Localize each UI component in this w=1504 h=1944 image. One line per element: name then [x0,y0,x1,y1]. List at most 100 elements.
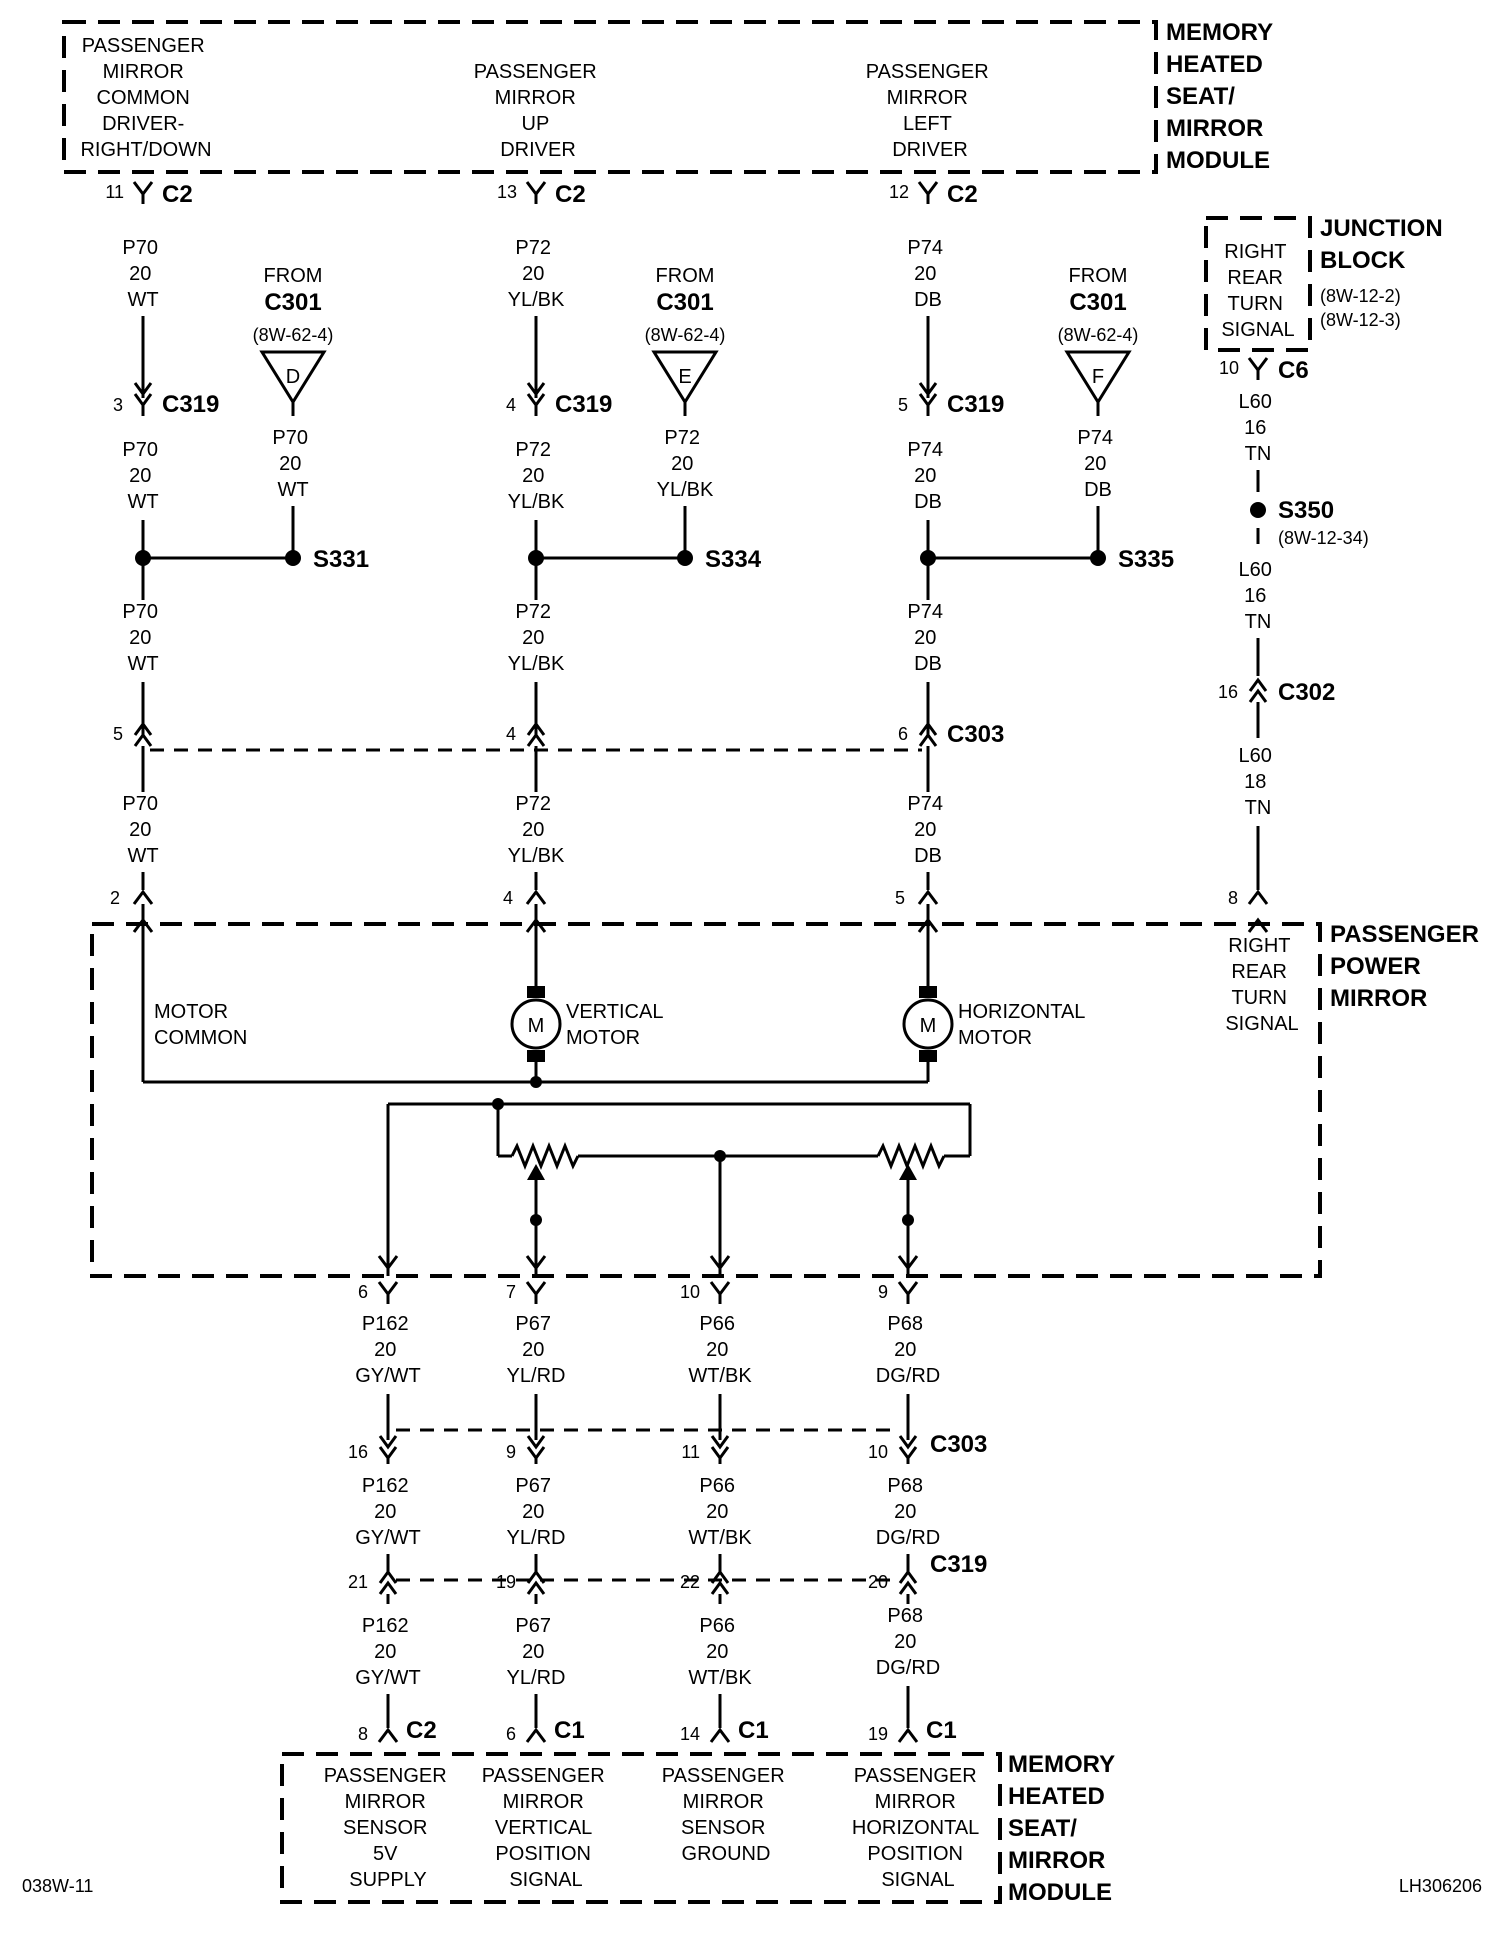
wire-label: P68 20 DG/RD [876,1313,940,1387]
pin-9: 9 [878,1282,888,1302]
splice-s334: S334 [705,546,762,573]
connector-c2: C2 [555,181,586,208]
connector-c2: C2 [947,181,978,208]
bottom-cell-5v: PASSENGER MIRROR SENSOR 5V SUPPLY [324,1765,453,1891]
pin-3: 3 [113,395,123,415]
page-ref: (8W-12-34) [1278,528,1369,548]
wire-label: P72 20 YL/BK [508,601,565,675]
wire-label: P72 20 YL/BK [508,237,565,311]
wire-label: L60 18 TN [1239,745,1278,819]
bottom-module-name: MEMORY HEATED SEAT/ MIRROR MODULE [1008,1751,1121,1906]
motor-symbol: M [920,1015,937,1037]
connector-c319: C319 [930,1551,987,1578]
bottom-memory-module: PASSENGER MIRROR SENSOR 5V SUPPLY PASSEN… [280,1751,1121,1906]
pin-6: 6 [358,1282,368,1302]
wire-label: P72 20 YL/BK [508,793,565,867]
pin-7: 7 [506,1282,516,1302]
connector-c303: C303 [947,721,1004,748]
pin-5: 5 [113,724,123,744]
wire-label: P74 20 DB [1077,427,1118,501]
wire-label: P72 20 YL/BK [508,439,565,513]
connector-c301: C301 [656,289,713,316]
wire-label: P162 20 GY/WT [355,1313,421,1387]
from-letter-e: E [678,366,691,388]
wire-label: P70 20 WT [122,793,163,867]
wire-label: P74 20 DB [907,793,948,867]
wire-label: P66 20 WT/BK [688,1475,752,1549]
junction-refs: (8W-12-2) (8W-12-3) [1320,286,1406,330]
top-cell-common: PASSENGER MIRROR COMMON DRIVER- RIGHT/DO… [80,35,211,161]
junction-name: JUNCTION BLOCK [1320,215,1449,274]
page-ref: (8W-62-4) [1058,325,1139,345]
wire-label: P162 20 GY/WT [355,1475,421,1549]
column-p74: P74 20 DB 5 C319 P74 20 DB P74 20 DB 6 C… [895,237,1098,908]
pin-6: 6 [898,724,908,744]
wire-label: P70 20 WT [122,601,163,675]
bottom-cell-vertical: PASSENGER MIRROR VERTICAL POSITION SIGNA… [482,1765,611,1891]
top-c2-connectors: 11 C2 13 C2 12 C2 [105,181,977,208]
horizontal-sensor-resistor [876,1141,946,1171]
vertical-motor-label: VERTICAL MOTOR [566,1001,668,1049]
splice-s331: S331 [313,546,369,573]
junction-block: RIGHT REAR TURN SIGNAL JUNCTION BLOCK (8… [1204,215,1449,352]
pin-19: 19 [868,1724,888,1744]
motor-terminal [919,986,937,998]
pin-9: 9 [506,1442,516,1462]
from-c301-d: FROM C301 (8W-62-4) D P70 20 WT S331 [253,265,369,573]
vertical-motor-icon [510,998,562,1050]
horizontal-motor-icon [902,998,954,1050]
pin-4: 4 [506,395,516,415]
bottom-cell-ground: PASSENGER MIRROR SENSOR GROUND [662,1765,791,1865]
connector-c1: C1 [926,1717,957,1744]
top-module-box [62,20,1158,174]
pin-16: 16 [1218,682,1238,702]
pin-5: 5 [898,395,908,415]
pin-16: 16 [348,1442,368,1462]
pin-4: 4 [506,724,516,744]
splice-s350: S350 [1278,497,1334,524]
column-p72: P72 20 YL/BK 4 C319 P72 20 YL/BK P72 20 … [503,237,685,908]
connector-c1: C1 [554,1717,585,1744]
wire-label: P72 20 YL/BK [657,427,714,501]
mirror-box [90,922,1322,1278]
wire-label: P70 20 WT [122,237,163,311]
from-letter-d: D [286,366,300,388]
connector-c6: C6 [1278,357,1309,384]
connector-c2: C2 [162,181,193,208]
sensor-wires: 6 7 10 9 P162 20 GY/WT P67 20 YL/RD P66 … [348,1281,987,1744]
connector-c1: C1 [738,1717,769,1744]
top-cell-left: PASSENGER MIRROR LEFT DRIVER [866,61,995,161]
pin-11: 11 [681,1442,700,1462]
turn-signal-circuit: 10 C6 L60 16 TN S350 (8W-12-34) L60 16 T… [1218,357,1369,908]
pin-10: 10 [680,1282,700,1302]
connector-c319: C319 [555,391,612,418]
motor-terminal [527,986,545,998]
pin-19: 19 [496,1572,516,1592]
horizontal-motor-label: HORIZONTAL MOTOR [958,1001,1090,1049]
connector-c302: C302 [1278,679,1335,706]
pin-6: 6 [506,1724,516,1744]
pin-11: 11 [105,182,124,202]
connector-c303: C303 [930,1431,987,1458]
pin-8: 8 [1228,888,1238,908]
wire-label: P162 20 GY/WT [355,1615,421,1689]
pin-5: 5 [895,888,905,908]
pin-14: 14 [680,1724,700,1744]
wire-label: P68 20 DG/RD [876,1605,940,1679]
motor-terminal [527,1050,545,1062]
wire-label: P67 20 YL/RD [507,1313,566,1387]
motor-terminal [919,1050,937,1062]
pin-22: 22 [680,1572,700,1592]
wire-label: P66 20 WT/BK [688,1313,752,1387]
top-memory-module: PASSENGER MIRROR COMMON DRIVER- RIGHT/DO… [62,19,1279,174]
pin-13: 13 [497,182,517,202]
connector-c319: C319 [162,391,219,418]
connector-c319: C319 [947,391,1004,418]
top-module-name: MEMORY HEATED SEAT/ MIRROR MODULE [1166,19,1279,174]
vertical-sensor-resistor [510,1141,580,1171]
from-c301-f: FROM C301 (8W-62-4) F P74 20 DB S335 [1058,265,1174,573]
wire-label: P74 20 DB [907,439,948,513]
connector-c301: C301 [264,289,321,316]
from-label: FROM [264,265,323,287]
pin-20: 20 [868,1572,888,1592]
